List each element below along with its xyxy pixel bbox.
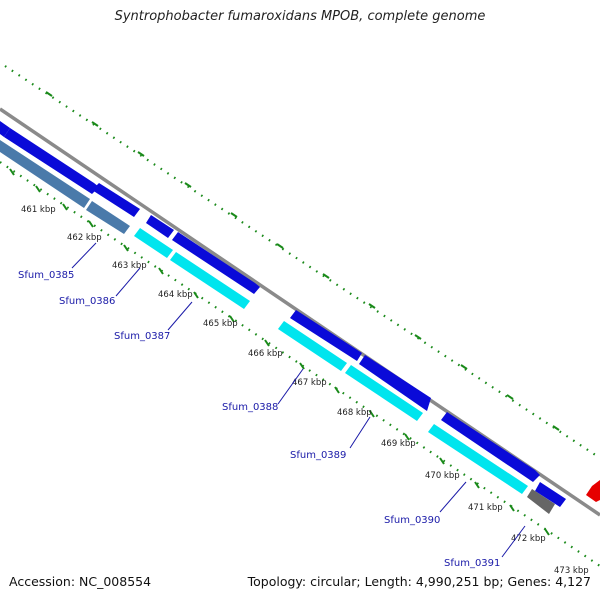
gene-label-sfum-0388[interactable]: Sfum_0388 (222, 402, 278, 413)
gene-label-sfum-0385[interactable]: Sfum_0385 (18, 270, 74, 281)
gene-bar[interactable] (586, 480, 600, 502)
kbp-labels: 461 kbp 462 kbp 463 kbp 464 kbp 465 kbp … (21, 205, 589, 576)
genome-summary-text: Topology: circular; Length: 4,990,251 bp… (247, 574, 591, 589)
kbp-label: 472 kbp (511, 534, 546, 544)
kbp-label: 463 kbp (112, 261, 147, 271)
gene-bar[interactable] (527, 489, 555, 514)
kbp-label: 470 kbp (425, 471, 460, 481)
cds-arrow[interactable] (92, 183, 140, 217)
kbp-label: 471 kbp (468, 503, 503, 513)
gene-label-sfum-0390[interactable]: Sfum_0390 (384, 515, 440, 526)
kbp-label: 464 kbp (158, 290, 193, 300)
gene-bar[interactable] (170, 252, 250, 309)
cds-arrow[interactable] (441, 412, 540, 482)
gene-label-leaders (71, 242, 526, 558)
gene-bar[interactable] (428, 424, 528, 494)
inner-scale-ticks (9, 168, 550, 536)
cds-arrow[interactable] (290, 310, 362, 361)
cds-arrow[interactable] (4, 128, 99, 194)
outer-scale (4, 65, 600, 459)
cds-arrow[interactable] (535, 482, 566, 507)
gene-bar[interactable] (134, 228, 173, 258)
gene-labels: Sfum_0385 Sfum_0386 Sfum_0387 Sfum_0388 … (18, 270, 500, 569)
gene-label-sfum-0387[interactable]: Sfum_0387 (114, 331, 170, 342)
gene-track (0, 140, 600, 514)
outer-scale-dashes (45, 91, 560, 431)
kbp-label: 462 kbp (67, 233, 102, 243)
kbp-label: 469 kbp (381, 439, 416, 449)
gene-bar[interactable] (0, 140, 90, 208)
cds-arrow[interactable] (359, 355, 431, 411)
cds-track (0, 121, 566, 507)
kbp-label: 468 kbp (337, 408, 372, 418)
kbp-label: 467 kbp (292, 378, 327, 388)
kbp-label: 473 kbp (554, 566, 589, 576)
gene-bar[interactable] (345, 365, 423, 421)
gene-bar[interactable] (86, 201, 130, 234)
kbp-label: 466 kbp (248, 349, 283, 359)
page-title: Syntrophobacter fumaroxidans MPOB, compl… (114, 9, 486, 24)
kbp-label: 461 kbp (21, 205, 56, 215)
cds-arrow[interactable] (0, 121, 10, 137)
gene-bar[interactable] (278, 321, 347, 371)
accession-text: Accession: NC_008554 (9, 574, 152, 589)
kbp-label: 465 kbp (203, 319, 238, 329)
cds-arrow[interactable] (172, 232, 260, 294)
gene-label-sfum-0389[interactable]: Sfum_0389 (290, 450, 346, 461)
gene-label-sfum-0386[interactable]: Sfum_0386 (59, 296, 115, 307)
gene-label-sfum-0391[interactable]: Sfum_0391 (444, 558, 500, 569)
cds-arrow[interactable] (146, 215, 174, 238)
inner-scale (0, 161, 600, 567)
